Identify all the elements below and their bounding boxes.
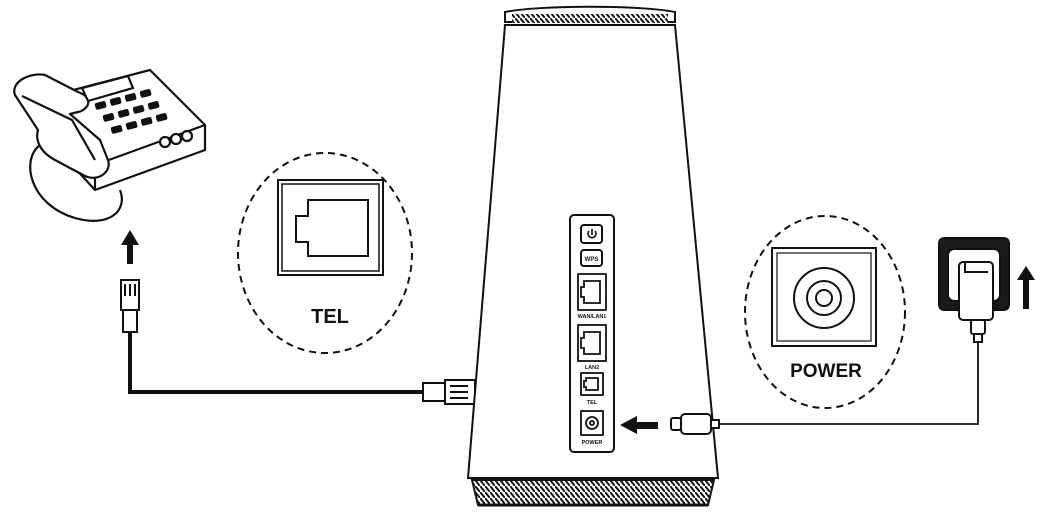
router: WPS WAN/LAN1 LAN2 TEL POWER — [466, 5, 720, 507]
router-power-port-label: POWER — [582, 440, 603, 446]
power-icon — [587, 229, 597, 239]
dc-jack-icon — [793, 267, 855, 329]
power-label: POWER — [790, 361, 862, 382]
router-tel-port-label: TEL — [587, 400, 598, 406]
router-tel-port — [580, 372, 604, 396]
tel-callout: TEL — [237, 152, 413, 354]
power-adapter-icon — [958, 261, 994, 343]
tel-label: TEL — [311, 306, 349, 328]
telephone-icon — [13, 68, 207, 222]
power-callout: POWER — [744, 215, 906, 409]
power-cable — [719, 342, 979, 425]
rj11-plug-icon — [120, 279, 140, 333]
up-arrow-right-icon — [1017, 266, 1035, 309]
router-wps-label: WPS — [585, 257, 599, 263]
router-lan2-label: LAN2 — [585, 365, 599, 371]
router-wan-lan1-label: WAN/LAN1 — [578, 314, 607, 320]
up-arrow-icon — [121, 230, 139, 264]
dc-plug-icon — [670, 413, 720, 435]
router-wps-button[interactable] — [580, 249, 603, 267]
rj11-plug-horizontal-icon — [422, 379, 476, 405]
left-arrow-icon — [620, 416, 658, 434]
router-lan2-port — [577, 324, 607, 362]
tel-cable — [128, 332, 425, 394]
router-wan-lan1-port — [577, 273, 607, 311]
router-power-port — [580, 410, 604, 436]
